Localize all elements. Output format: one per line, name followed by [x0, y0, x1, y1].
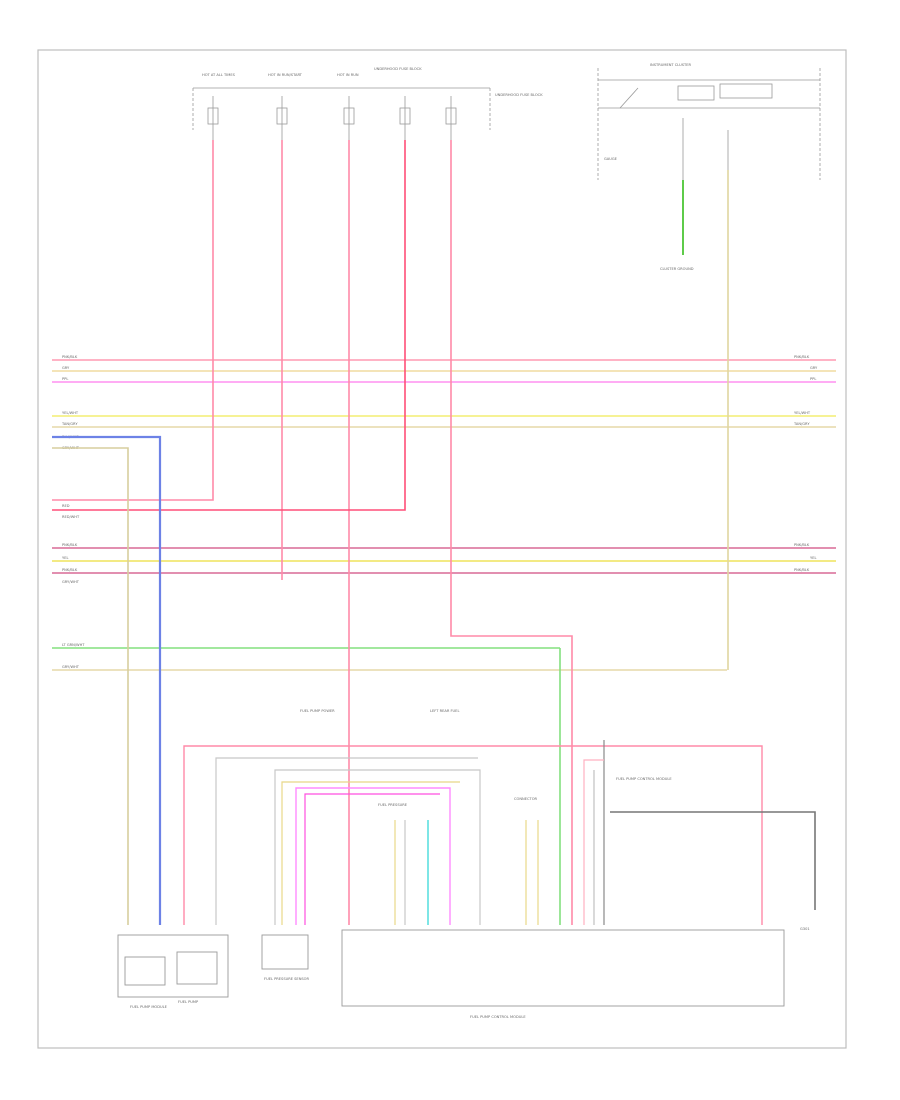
cluster-ground-label: CLUSTER GROUND	[660, 267, 694, 271]
fuel-pressure-sensor-box	[261, 934, 309, 970]
bus-label-5: TAN/GRY	[61, 422, 78, 426]
instrument-cluster-label: INSTRUMENT CLUSTER	[650, 63, 691, 67]
module-labels: FUEL PUMP MODULE FUEL PUMP FUEL PRESSURE…	[130, 927, 810, 1019]
fuse-label-3: HOT IN RUN	[337, 73, 359, 77]
label-fuel-pump: FUEL PUMP	[178, 1000, 199, 1004]
harness-label-fpcm: FUEL PUMP CONTROL MODULE	[616, 777, 672, 781]
fuel-pump-motor	[176, 951, 218, 985]
fuse-label-2: HOT IN RUN/START	[268, 73, 303, 77]
bus-label-4: YEL/WHT	[62, 411, 79, 415]
bus-label-r7: YEL	[810, 556, 816, 560]
bus-label-3: PPL	[62, 377, 68, 381]
bus-label-1: PNK/BLK	[62, 355, 78, 359]
fuel-pump-control-module-box	[341, 929, 785, 1007]
fuse-label-1: HOT AT ALL TIMES	[202, 73, 236, 77]
fuse-label-5: UNDERHOOD FUSE BLOCK	[495, 93, 543, 97]
bus-label-2: GRY	[62, 366, 70, 370]
harness-label-sensor: FUEL PRESSURE	[378, 803, 408, 807]
label-fpcm: FUEL PUMP CONTROL MODULE	[470, 1015, 526, 1019]
instrument-cluster	[597, 68, 821, 180]
bus-label-r4: YEL/WHT	[794, 411, 811, 415]
fuse-block-labels: HOT AT ALL TIMES HOT IN RUN/START HOT IN…	[202, 67, 543, 97]
fuel-pump-module-box	[117, 934, 229, 998]
label-ground: G301	[800, 927, 810, 931]
bus-label-r3: PPL	[810, 377, 816, 381]
bus-label-r6: PNK/BLK	[794, 543, 810, 547]
bus-label-r2: GRY	[810, 366, 818, 370]
bus-label-15: GRY/WHT	[62, 665, 80, 669]
bus-label-13: GRY/WHT	[62, 580, 80, 584]
bus-label-r8: PNK/BLK	[794, 568, 810, 572]
fuel-level-sensor	[124, 956, 166, 986]
bus-label-14: LT GRN/WHT	[62, 643, 85, 647]
bus-label-11: YEL	[62, 556, 68, 560]
bus-label-9: RED/WHT	[62, 515, 80, 519]
lower-harness	[183, 740, 816, 925]
cluster-gauge-label: GAUGE	[604, 157, 618, 161]
bus-label-10: PNK/BLK	[62, 543, 78, 547]
harness-label-gnd: CONNECTOR	[514, 797, 538, 801]
modules	[117, 929, 785, 1007]
fuse-block	[192, 87, 491, 140]
harness-label-left-rear: LEFT REAR FUEL	[430, 709, 459, 713]
label-fuel-pressure-sensor: FUEL PRESSURE SENSOR	[264, 977, 310, 981]
diagram-frame	[37, 49, 847, 1049]
bus-label-r5: TAN/GRY	[793, 422, 810, 426]
label-fuel-pump-module: FUEL PUMP MODULE	[130, 1005, 168, 1009]
bus-label-8: RED	[62, 504, 70, 508]
bus-label-12: PNK/BLK	[62, 568, 78, 572]
bus-labels: PNK/BLK GRY PPL YEL/WHT TAN/GRY BLU/WHT …	[61, 355, 818, 669]
feed-wires	[52, 140, 729, 925]
lower-harness-labels: FUEL PUMP POWER LEFT REAR FUEL FUEL PRES…	[300, 709, 672, 807]
harness-label-fuel-pump-power: FUEL PUMP POWER	[300, 709, 335, 713]
fuse-label-4: UNDERHOOD FUSE BLOCK	[374, 67, 422, 71]
bus-wires	[52, 359, 836, 671]
bus-label-r1: PNK/BLK	[794, 355, 810, 359]
